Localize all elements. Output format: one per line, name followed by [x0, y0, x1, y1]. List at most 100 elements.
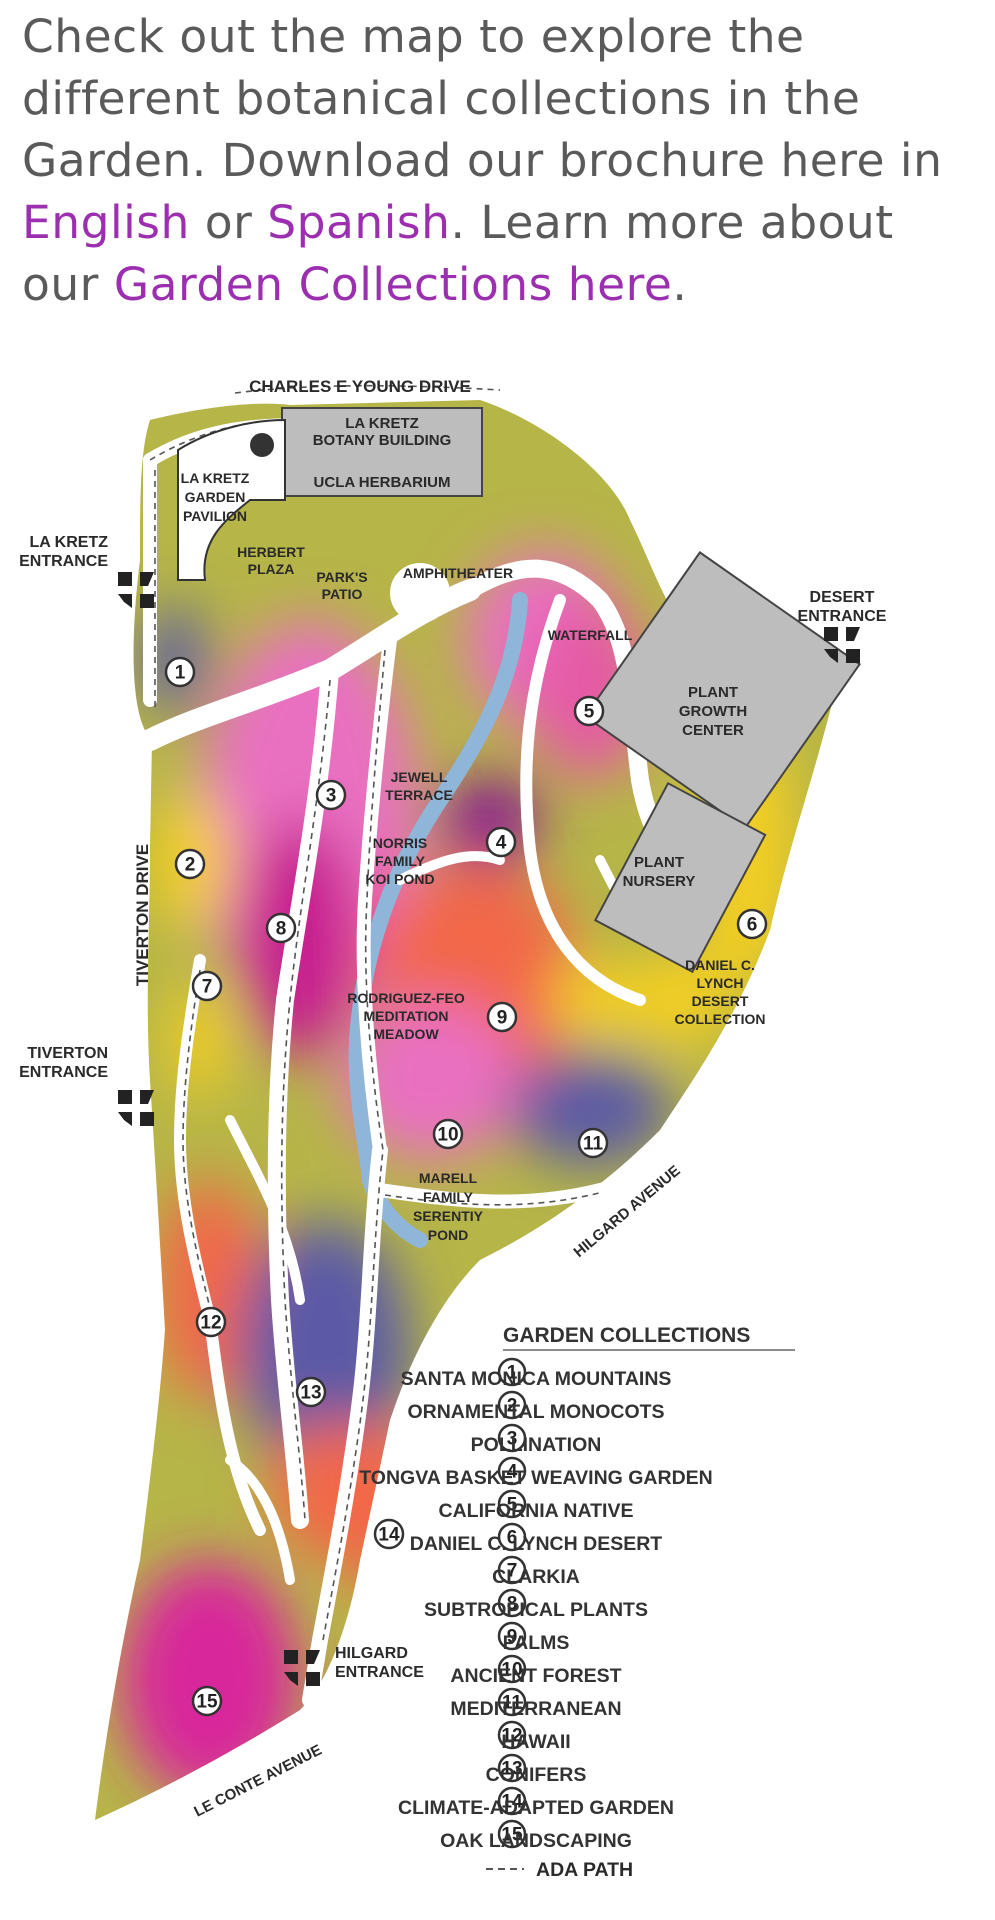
collection-marker-1: 1	[164, 656, 196, 688]
place-label-plant-nursery-line-1: PLANT	[634, 854, 684, 871]
place-label-lynch-line-1: DANIEL C.	[685, 957, 755, 973]
legend-label: MEDITERRANEAN	[450, 1698, 621, 1720]
entrance-icons	[118, 572, 860, 1686]
marker-circle	[295, 1376, 327, 1408]
legend-number: 2	[507, 1396, 518, 1417]
legend-label: POLLINATION	[471, 1434, 602, 1456]
place-label-rodriguez-line-3: MEADOW	[373, 1026, 439, 1042]
place-label-desert-entrance-line-2: ENTRANCE	[798, 608, 887, 625]
marker-circle	[315, 779, 347, 811]
marker-circle	[265, 912, 297, 944]
place-label-lynch-line-2: LYNCH	[697, 975, 744, 991]
place-label-marell-line-1: MARELL	[419, 1170, 478, 1186]
place-label-herbarium-line-1: UCLA HERBARIUM	[314, 474, 451, 491]
collection-marker-15: 15	[191, 1685, 223, 1717]
marker-number: 4	[496, 833, 507, 854]
botany-building	[281, 407, 483, 497]
english-brochure-link[interactable]: English	[22, 196, 190, 249]
collection-marker-14: 14	[373, 1518, 405, 1550]
collection-marker-7: 7	[191, 970, 223, 1002]
collection-marker-3: 3	[315, 779, 347, 811]
marker-number: 11	[583, 1134, 604, 1155]
marker-number: 8	[276, 919, 287, 940]
marker-number: 10	[437, 1125, 458, 1146]
place-label-marell-line-4: POND	[428, 1227, 468, 1243]
place-label-lakretz-entrance-line-1: LA KRETZ	[29, 534, 108, 551]
legend-number: 7	[507, 1561, 518, 1582]
place-label-botany-line-1: LA KRETZ	[345, 415, 419, 432]
legend-number-circle	[497, 1687, 527, 1717]
legend-label: PALMS	[503, 1632, 570, 1654]
legend-number-circle	[497, 1588, 527, 1618]
intro-text-2: or	[189, 196, 268, 249]
legend-label: CONIFERS	[486, 1764, 587, 1786]
place-label-waterfall-line-1: WATERFALL	[548, 627, 633, 643]
legend-label: CALIFORNIA NATIVE	[439, 1500, 634, 1522]
marker-circle	[373, 1518, 405, 1550]
legend-number: 6	[507, 1528, 518, 1549]
legend-number: 3	[507, 1429, 518, 1450]
legend-number-circle	[497, 1819, 527, 1849]
legend-number: 9	[507, 1627, 518, 1648]
marker-number: 3	[326, 786, 337, 807]
place-label-botany-line-2: BOTANY BUILDING	[313, 432, 452, 449]
spanish-brochure-link[interactable]: Spanish	[267, 196, 451, 249]
intro-text-4: .	[672, 258, 688, 311]
marker-number: 1	[175, 663, 186, 684]
place-label-hilgard-entrance-line-1: HILGARD	[335, 1645, 408, 1662]
collection-marker-8: 8	[265, 912, 297, 944]
collection-marker-6: 6	[736, 908, 768, 940]
legend-number-circle	[497, 1621, 527, 1651]
place-label-pavilion-line-2: GARDEN	[185, 489, 246, 505]
legend-number-circle	[497, 1654, 527, 1684]
place-label-plant-growth-line-2: GROWTH	[679, 703, 747, 720]
plant-nursery	[593, 781, 767, 974]
marker-circle	[191, 970, 223, 1002]
legend-label: ANCIENT FOREST	[450, 1665, 621, 1687]
legend-title: GARDEN COLLECTIONS	[503, 1324, 750, 1347]
marker-number: 6	[747, 915, 758, 936]
place-label-parks-patio-line-2: PATIO	[322, 586, 363, 602]
legend-number: 12	[501, 1726, 522, 1747]
place-label-plant-growth-line-1: PLANT	[688, 684, 738, 701]
place-label-marell-line-3: SERENTIY	[413, 1208, 484, 1224]
entrance-icon	[824, 627, 860, 663]
place-label-norris-line-1: NORRIS	[373, 835, 427, 851]
place-label-jewell-line-1: JEWELL	[391, 769, 448, 785]
place-label-plant-nursery-line-2: NURSERY	[623, 873, 696, 890]
place-label-plant-growth-line-3: CENTER	[682, 722, 744, 739]
intro-text-3: . Learn more about our	[22, 196, 894, 311]
garden-collections-link[interactable]: Garden Collections here	[113, 258, 673, 311]
place-label-pavilion-line-3: PAVILION	[183, 508, 247, 524]
legend-number-circle	[497, 1423, 527, 1453]
legend-label: SANTA MONICA MOUNTAINS	[401, 1368, 672, 1390]
entrance-icon	[284, 1650, 320, 1686]
legend-number-circle	[497, 1555, 527, 1585]
marker-circle	[195, 1306, 227, 1338]
marker-circle	[736, 908, 768, 940]
marker-circle	[164, 656, 196, 688]
collection-marker-12: 12	[195, 1306, 227, 1338]
marker-circle	[573, 695, 605, 727]
legend-number: 1	[507, 1363, 518, 1384]
restroom-icon	[250, 433, 274, 457]
legend-label: DANIEL C. LYNCH DESERT	[410, 1533, 663, 1555]
marker-circle	[577, 1127, 609, 1159]
plant-growth-center	[583, 551, 862, 830]
place-label-herbert-plaza-line-2: PLAZA	[248, 561, 295, 577]
marker-number: 2	[185, 855, 196, 876]
legend-number: 11	[502, 1693, 523, 1714]
street-charles: CHARLES E YOUNG DRIVE	[249, 377, 471, 396]
marker-circle	[174, 848, 206, 880]
buildings	[177, 407, 862, 974]
